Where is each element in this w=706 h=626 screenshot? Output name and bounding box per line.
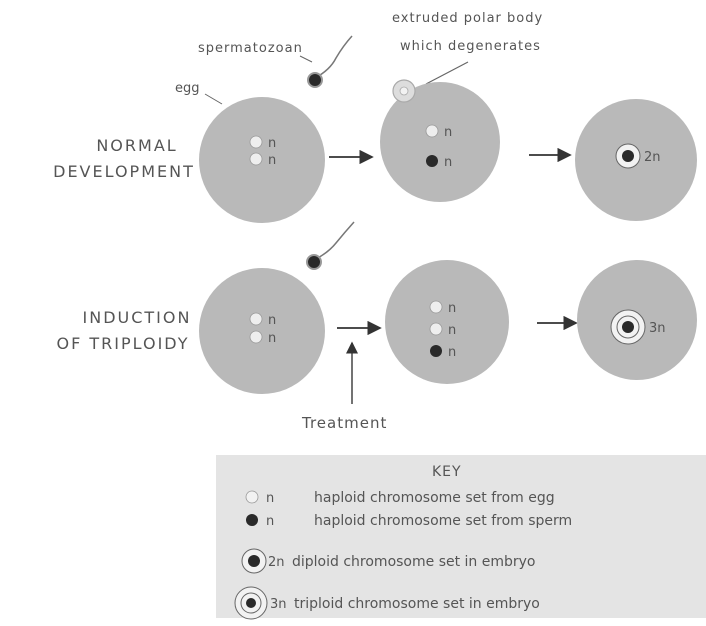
egg-nucleus xyxy=(430,301,442,313)
polar-body-label-line2: which degenerates xyxy=(400,39,541,54)
treatment-label: Treatment xyxy=(301,414,387,432)
diploid-nucleus xyxy=(622,150,634,162)
row2-label-line2: OF TRIPLOIDY xyxy=(56,334,189,353)
row2-label-line1: INDUCTION xyxy=(83,308,192,327)
chromosome-set-label: n xyxy=(444,155,452,170)
chromosome-set-label: n xyxy=(448,323,456,338)
egg-label: egg xyxy=(175,81,200,96)
chromosome-set-label: n xyxy=(268,136,276,151)
spermatozoon-label: spermatozoan xyxy=(198,41,303,56)
sperm-nucleus xyxy=(430,345,442,357)
chromosome-set-label: n xyxy=(448,345,456,360)
chromosome-set-label: n xyxy=(448,301,456,316)
key-item-symbol: n xyxy=(266,491,274,506)
key-item-symbol: 3n xyxy=(270,597,287,612)
key-item-text: haploid chromosome set from egg xyxy=(314,490,555,506)
triploid-nucleus xyxy=(622,321,634,333)
row1-label-line2: DEVELOPMENT xyxy=(53,162,195,181)
row1-label-line1: NORMAL xyxy=(96,136,177,155)
chromosome-set-label: n xyxy=(444,125,452,140)
chromosome-set-label: n xyxy=(268,153,276,168)
key-triploid-nucleus xyxy=(246,598,256,608)
spermatozoon-leader xyxy=(300,56,312,62)
sperm-head xyxy=(308,73,322,87)
fertilized-egg-cell xyxy=(385,260,509,384)
chromosome-set-label: 3n xyxy=(649,321,666,336)
polar-body-inner xyxy=(400,87,408,95)
chromosome-set-label: 2n xyxy=(644,150,661,165)
polar-body-label-line1: extruded polar body xyxy=(392,11,543,26)
key-item-symbol: n xyxy=(266,514,274,529)
sperm-tail xyxy=(314,222,354,260)
key-item-text: diploid chromosome set in embryo xyxy=(292,554,536,570)
key-egg-symbol xyxy=(246,491,258,503)
sperm-head xyxy=(307,255,321,269)
egg-cell xyxy=(199,268,325,394)
sperm-nucleus xyxy=(426,155,438,167)
egg-nucleus xyxy=(250,313,262,325)
egg-nucleus xyxy=(250,136,262,148)
key-title: KEY xyxy=(432,464,462,480)
egg-nucleus xyxy=(250,153,262,165)
chromosome-set-label: n xyxy=(268,331,276,346)
sperm-tail xyxy=(315,36,352,78)
polar-body-leader xyxy=(426,62,468,84)
key-item-text: triploid chromosome set in embryo xyxy=(294,596,540,612)
egg-nucleus xyxy=(250,331,262,343)
egg-nucleus xyxy=(426,125,438,137)
key-item-text: haploid chromosome set from sperm xyxy=(314,513,572,529)
key-item-symbol: 2n xyxy=(268,555,285,570)
key-sperm-symbol xyxy=(246,514,258,526)
egg-leader xyxy=(205,94,222,104)
chromosome-set-label: n xyxy=(268,313,276,328)
egg-nucleus xyxy=(430,323,442,335)
key-diploid-nucleus xyxy=(248,555,260,567)
